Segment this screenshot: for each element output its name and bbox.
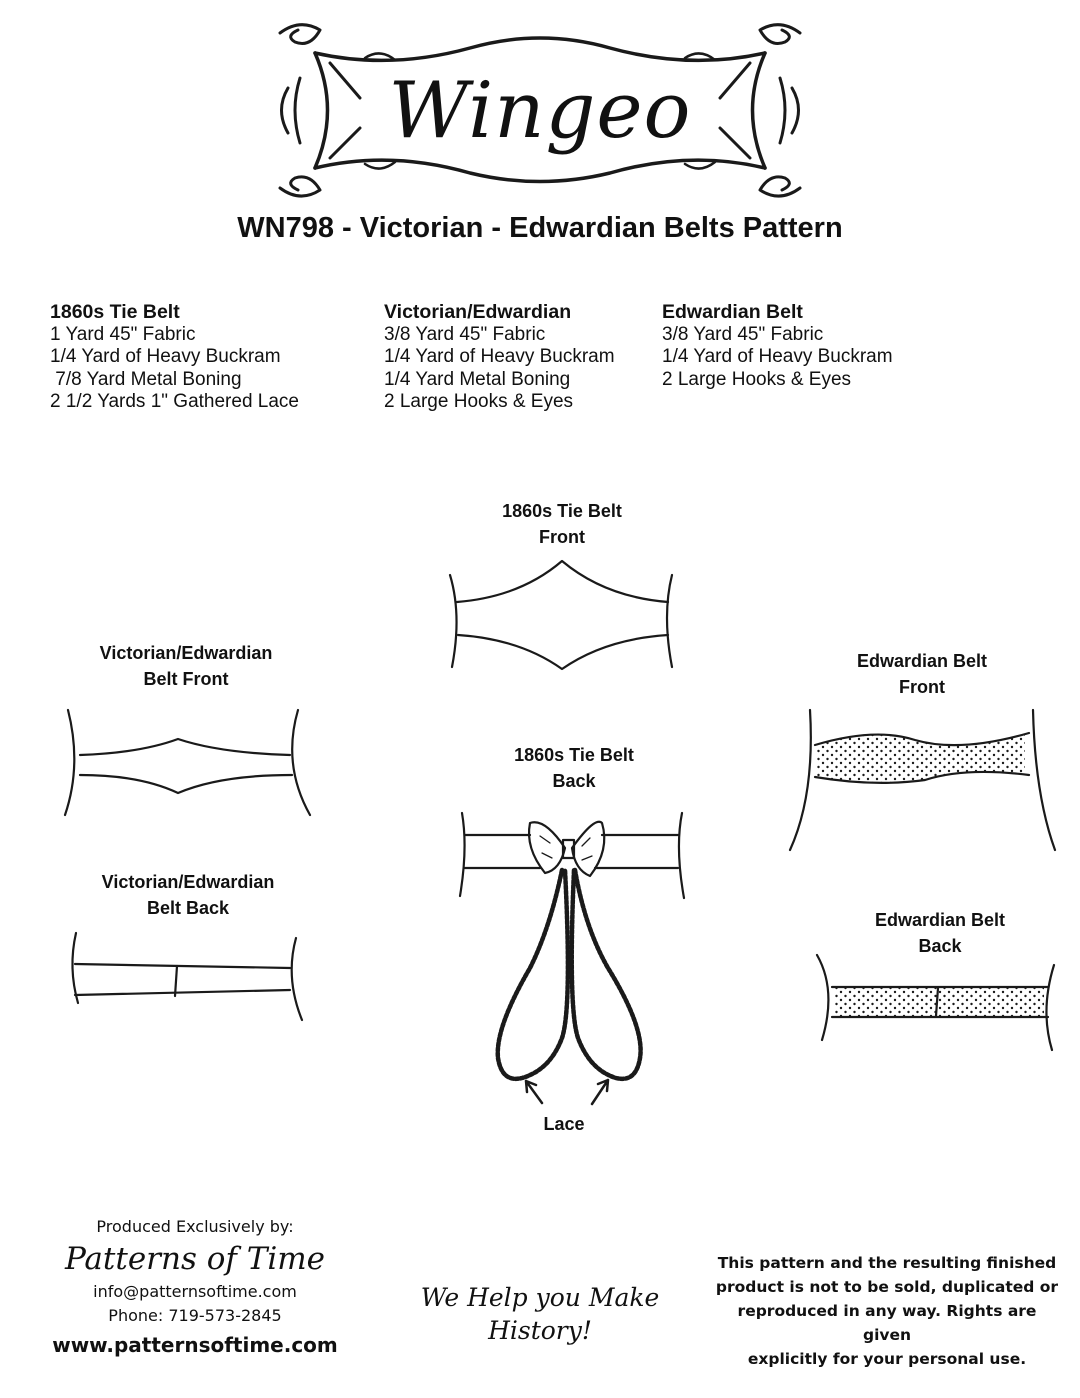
- label-line: Front: [899, 677, 945, 697]
- logo-frame-icon: [278, 23, 802, 198]
- materials-heading: Victorian/Edwardian: [384, 301, 572, 323]
- label-line: Belt Front: [143, 669, 229, 689]
- company-name: Patterns of Time: [64, 1241, 326, 1277]
- phone-text: Phone: 719-573-2845: [108, 1306, 282, 1325]
- producer-block: Produced Exclusively by: Patterns of Tim…: [40, 1216, 350, 1362]
- materials-item: 1 Yard 45" Fabric: [50, 323, 196, 345]
- lace-label: Lace: [543, 1114, 585, 1134]
- label-line: Belt Back: [146, 898, 230, 918]
- label-line: 1860s Tie Belt: [514, 745, 634, 765]
- notice-line: product is not to be sold, duplicated or: [715, 1278, 1059, 1296]
- slogan-line: We Help you Make: [420, 1283, 660, 1312]
- slogan: We Help you Make History!: [390, 1281, 690, 1347]
- materials-heading: Edwardian Belt: [662, 301, 803, 323]
- ve-belt-front-illustration: [63, 708, 312, 817]
- tie-belt-front-illustration: [448, 559, 674, 671]
- label-line: Edwardian Belt: [856, 651, 988, 671]
- ve-belt-front-label: Victorian/Edwardian Belt Front: [76, 640, 296, 692]
- materials-item: 1/4 Yard of Heavy Buckram: [384, 346, 615, 367]
- label-line: Back: [918, 936, 962, 956]
- label-line: Front: [539, 527, 585, 547]
- label-line: Victorian/Edwardian: [99, 643, 273, 663]
- label-line: Edwardian Belt: [874, 910, 1006, 930]
- slogan-line: History!: [488, 1316, 592, 1345]
- materials-item: 2 Large Hooks & Eyes: [662, 368, 852, 390]
- ed-belt-back-illustration: [815, 953, 1056, 1052]
- materials-item: 2 1/2 Yards 1" Gathered Lace: [50, 391, 299, 412]
- tie-belt-front-label: 1860s Tie Belt Front: [462, 498, 662, 550]
- ed-belt-front-illustration: [788, 708, 1057, 852]
- materials-item: 1/4 Yard Metal Boning: [384, 368, 571, 390]
- materials-item: 1/4 Yard of Heavy Buckram: [50, 346, 281, 367]
- materials-item: 7/8 Yard Metal Boning: [50, 368, 242, 390]
- label-line: Victorian/Edwardian: [101, 872, 275, 892]
- materials-item: 3/8 Yard 45" Fabric: [384, 323, 546, 345]
- logo: Wingeo: [270, 18, 810, 203]
- ve-belt-back-label: Victorian/Edwardian Belt Back: [78, 869, 298, 921]
- tie-belt-back-label: 1860s Tie Belt Back: [474, 742, 674, 794]
- ve-belt-back-illustration: [71, 931, 304, 1022]
- copyright-notice: This pattern and the resulting finished …: [712, 1251, 1062, 1371]
- materials-item: 3/8 Yard 45" Fabric: [662, 323, 824, 345]
- label-line: Back: [552, 771, 596, 791]
- notice-line: This pattern and the resulting finished: [717, 1254, 1057, 1272]
- email-text: info@patternsoftime.com: [93, 1282, 297, 1301]
- materials-edwardian-belt: Edwardian Belt 3/8 Yard 45" Fabric 1/4 Y…: [662, 301, 893, 391]
- materials-item: 1/4 Yard of Heavy Buckram: [662, 346, 893, 367]
- notice-line: explicitly for your personal use.: [747, 1350, 1027, 1368]
- materials-victorian-edwardian: Victorian/Edwardian 3/8 Yard 45" Fabric …: [384, 301, 615, 414]
- tie-belt-back-illustration: [458, 811, 686, 1106]
- materials-heading: 1860s Tie Belt: [50, 301, 180, 323]
- website-link[interactable]: www.patternsoftime.com: [52, 1333, 338, 1357]
- logo-wordmark: Wingeo: [388, 66, 692, 156]
- produced-by-text: Produced Exclusively by:: [96, 1217, 294, 1236]
- page-title: WN798 - Victorian - Edwardian Belts Patt…: [237, 212, 843, 244]
- notice-line: reproduced in any way. Rights are given: [737, 1302, 1037, 1344]
- materials-tie-belt: 1860s Tie Belt 1 Yard 45" Fabric 1/4 Yar…: [50, 301, 299, 414]
- label-line: 1860s Tie Belt: [502, 501, 622, 521]
- ed-belt-front-label: Edwardian Belt Front: [822, 648, 1022, 700]
- materials-item: 2 Large Hooks & Eyes: [384, 391, 574, 412]
- ed-belt-back-label: Edwardian Belt Back: [840, 907, 1040, 959]
